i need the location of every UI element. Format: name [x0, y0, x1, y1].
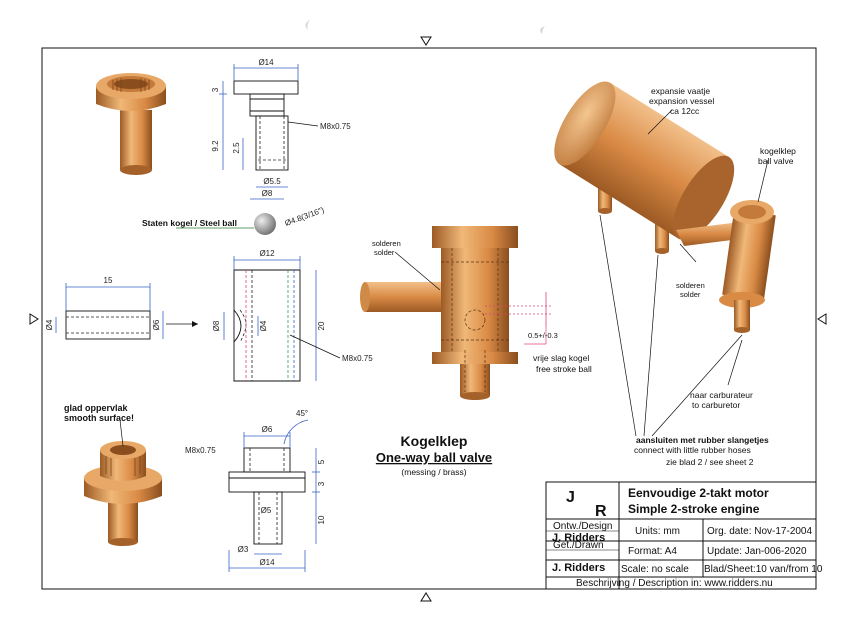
stroke-dim: 0.5+/-0.3 — [528, 331, 558, 340]
tube-drawing — [55, 283, 198, 340]
dim-top-d14: Ø14 — [258, 58, 274, 67]
drawing-frame — [41, 47, 817, 590]
ball-dim: Ø4.8(3/16") — [284, 205, 326, 228]
expansion-en: expansion vessel — [649, 96, 714, 106]
hose-nl: aansluiten met rubber slangetjes — [636, 435, 769, 445]
logo-r: R — [595, 503, 607, 520]
ballvalve-en: ball valve — [758, 156, 794, 166]
dim-mid-d6: Ø6 — [152, 319, 161, 330]
dim-bot-m8: M8x0.75 — [185, 446, 216, 455]
free-stroke-annotation — [485, 292, 552, 345]
title-block — [545, 481, 817, 590]
steel-ball — [254, 213, 276, 235]
ballvalve-nl: kogelklep — [760, 146, 796, 156]
dim-mid-15: 15 — [104, 276, 113, 285]
units: Units: mm — [635, 526, 680, 537]
dim-bot-d5: Ø5 — [261, 506, 272, 515]
body-section-drawing — [223, 256, 341, 382]
fitting-bottom-3d — [84, 419, 162, 546]
main-title-mat: (messing / brass) — [401, 467, 466, 477]
dim-mid-20: 20 — [317, 321, 326, 330]
sheet: Blad/Sheet:10 van/from 10 — [704, 564, 823, 575]
solder2-en: solder — [680, 290, 701, 299]
smooth-nl: glad oppervlak — [64, 403, 129, 413]
dim-top-m8: M8x0.75 — [320, 122, 351, 131]
solder1-en: solder — [374, 248, 395, 257]
solder2-nl: solderen — [676, 281, 705, 290]
dim-mid-d4b: Ø4 — [259, 320, 268, 331]
centering-marks — [29, 36, 827, 602]
dim-top-d8: Ø8 — [262, 189, 273, 198]
fitting-top-drawing — [219, 64, 319, 200]
update: Update: Jan-006-2020 — [707, 546, 807, 557]
hose-en: connect with little rubber hoses — [634, 445, 751, 455]
dim-bot-d6: Ø6 — [262, 425, 273, 434]
dim-bot-d3: Ø3 — [238, 545, 249, 554]
dim-bot-5: 5 — [317, 459, 326, 464]
logo-j: J — [566, 489, 575, 506]
carb-nl: naar carburateur — [690, 390, 753, 400]
dim-top-3: 3 — [211, 87, 220, 92]
dim-mid-d12: Ø12 — [259, 249, 275, 258]
dim-top-92: 9.2 — [211, 140, 220, 152]
dim-bot-d14: Ø14 — [259, 558, 275, 567]
expansion-nl: expansie vaatje — [651, 86, 710, 96]
steel-ball-label: Staten kogel / Steel ball — [142, 218, 237, 228]
dim-bot-10: 10 — [317, 515, 326, 524]
org-date: Org. date: Nov-17-2004 — [707, 526, 812, 537]
title-nl: Eenvoudige 2-takt motor — [628, 486, 769, 500]
dim-mid-d4: Ø4 — [45, 319, 54, 330]
main-title-en: One-way ball valve — [376, 450, 492, 465]
expansion-cc: ca 12cc — [670, 106, 700, 116]
dim-top-25: 2.5 — [232, 142, 241, 154]
format: Format: A4 — [628, 546, 677, 557]
drawn-name: J. Ridders — [552, 562, 605, 574]
carb-en: to carburetor — [692, 400, 740, 410]
dim-mid-m8: M8x0.75 — [342, 354, 373, 363]
stroke-nl: vrije slag kogel — [533, 353, 589, 363]
punch-holes — [305, 20, 545, 34]
dim-mid-d8b: Ø8 — [212, 320, 221, 331]
title-en: Simple 2-stroke engine — [628, 502, 760, 516]
fitting-top-3d — [96, 73, 166, 175]
sheet-ref: zie blad 2 / see sheet 2 — [666, 457, 754, 467]
solder1-nl: solderen — [372, 239, 401, 248]
fitting-bottom-drawing — [228, 419, 320, 572]
design-name: J. Ridders — [552, 532, 605, 544]
scale: Scale: no scale — [621, 564, 689, 575]
dim-bot-3: 3 — [317, 481, 326, 486]
smooth-en: smooth surface! — [64, 413, 134, 423]
valve-assembly-3d — [360, 226, 518, 400]
dim-top-d55: Ø5.5 — [263, 177, 281, 186]
drawn-label: Get./Drawn — [553, 540, 604, 551]
main-title-nl: Kogelklep — [401, 433, 468, 449]
description: Beschrijving / Description in: www.ridde… — [576, 578, 773, 589]
stroke-en: free stroke ball — [536, 364, 592, 374]
dim-bot-45: 45° — [296, 409, 308, 418]
design-label: Ontw./Design — [553, 521, 612, 532]
expansion-vessel-3d — [554, 81, 776, 437]
